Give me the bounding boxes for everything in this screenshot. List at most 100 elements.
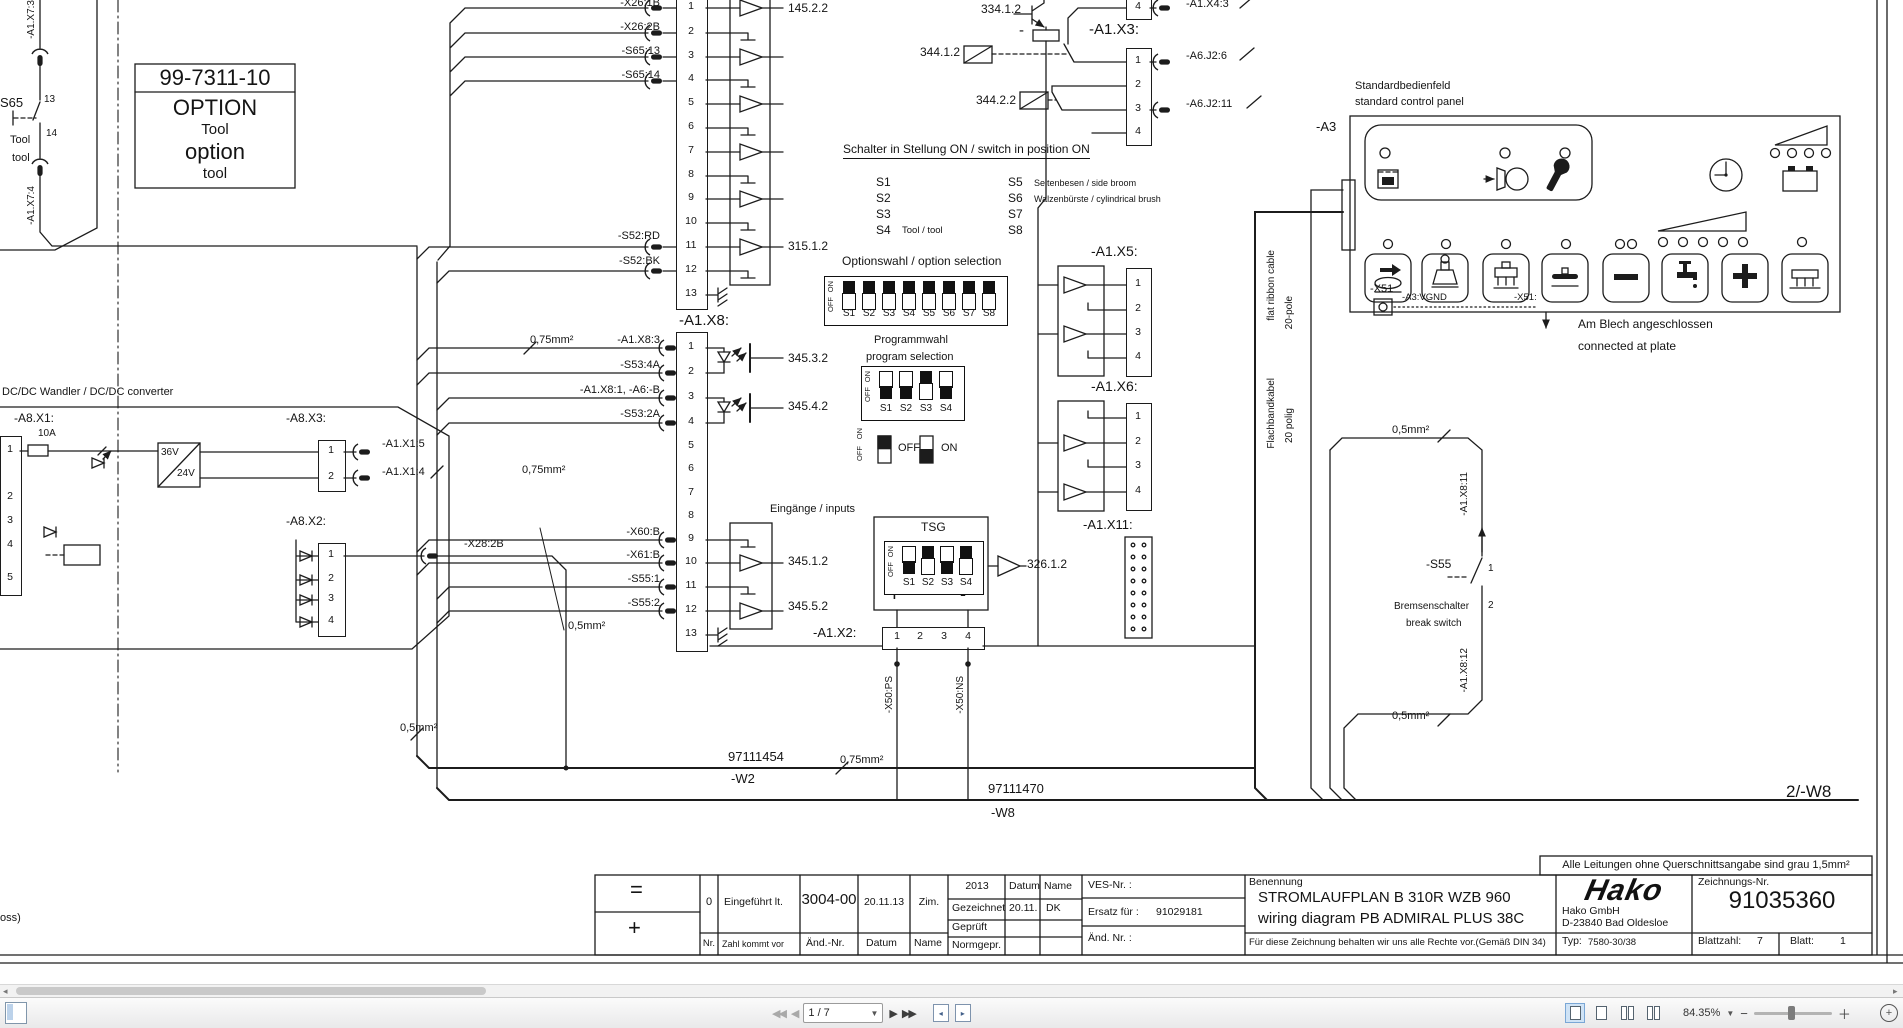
label-a3vgnd: -A3:VGND [1402,292,1447,303]
label-progw: Programmwahl [874,334,948,346]
label-sig-x61: -X61:B [626,549,660,561]
next-page-button[interactable]: ▶ [889,1007,898,1020]
conn-top-pin-3: 3 [688,49,694,61]
conn-x3top-pin-4: 4 [1135,0,1141,12]
dip-option-S3-handle [883,281,895,294]
zoom-slider[interactable] [1753,1005,1832,1020]
label-optsel: Optionswahl / option selection [842,254,1002,268]
label-tb-typ: Typ: [1562,935,1582,947]
conn-a8x3-pin-2: 2 [328,470,334,482]
label-a1x4-3: -A1.X4:3 [1186,0,1229,10]
conn-a1x2-pin-3: 3 [941,630,947,642]
page-number-field[interactable]: 1 / 7 ▼ [803,1003,884,1023]
label-x51: -X51 [1370,283,1394,295]
conn-a1x8-pin-8: 8 [688,509,694,521]
label-n145: 145.2.2 [788,1,829,15]
conn-a1x3-pin-4: 4 [1135,125,1141,137]
label-mm075-c: 0,75mm² [840,754,884,766]
scroll-left-icon[interactable]: ◂ [3,986,8,996]
label-a1x5: -A1.X5: [1091,243,1138,259]
conn-a1x6-pin-1: 1 [1135,410,1141,422]
label-s55p2: 2 [1488,600,1494,611]
conn-a1x5-pin-1: 1 [1135,277,1141,289]
zoom-dropdown-caret[interactable]: ▼ [1726,1008,1735,1018]
label-x51c: -X51: [1514,292,1537,303]
conn-a8x3-pin-1: 1 [328,444,334,456]
zoom-tool-icon[interactable]: + [1880,1004,1898,1022]
label-s65-13: -S65:13 [621,45,660,57]
label-tb-nr: Nr. [702,938,716,949]
next-view-icon[interactable]: ▸ [954,1004,971,1022]
conn-a1x3-pin-2: 2 [1135,78,1141,90]
label-std2: standard control panel [1355,96,1464,108]
conn-a8x1-pin-3: 3 [7,514,13,526]
label-sig-s55-1: -S55:1 [627,573,660,585]
conn-a8x2-pin-3: 3 [328,592,334,604]
dip-program-S4-label: S4 [939,403,953,414]
prev-view-icon[interactable]: ◂ [932,1004,949,1022]
zoom-out-icon[interactable]: − [1740,1005,1748,1021]
dip-option-S1-handle [843,281,855,294]
conn-a8x1-pin-4: 4 [7,538,13,550]
conn-top-pin-2: 2 [688,25,694,37]
facing-pages-icon[interactable] [1617,1003,1637,1023]
label-frc1: flat ribbon cable [1266,250,1277,321]
label-tb-hako1: Hako GmbH [1562,905,1620,917]
label-x8-11: -A1.X8:11 [1459,472,1470,516]
label-progsel: program selection [866,351,954,363]
label-n3454: 345.4.2 [788,399,829,413]
label-tb-aend: 3004-00 [801,891,857,908]
dip-option-S5-label: S5 [922,308,936,319]
label-tb-logo: Hako [1581,874,1667,907]
zoom-slider-knob[interactable] [1787,1005,1795,1020]
dip-option-S7-handle [963,281,975,294]
label-tb-eq: = [630,877,643,902]
label-s52-bk: -S52:BK [619,255,660,267]
label-s65: S65 [0,95,24,110]
conn-x3top [1126,0,1152,20]
conn-a8x3 [318,440,346,492]
dip-option-S4-label: S4 [902,308,916,319]
label-s8: S8 [1008,223,1023,237]
dip-option-S3-label: S3 [882,308,896,319]
label-tb-zim: Zim. [918,896,940,908]
page-number-value: 1 / 7 [808,1007,830,1019]
scrollbar-thumb[interactable] [16,987,486,995]
continuous-page-icon[interactable] [1591,1003,1611,1023]
dip-option-S5-handle [923,281,935,294]
label-n326: 326.1.2 [1027,557,1068,571]
sidebar-toggle-icon[interactable] [5,1002,27,1024]
dip-program-S1-label: S1 [879,403,893,414]
label-tool-en: tool [12,152,30,164]
dip-option-S6-label: S6 [942,308,956,319]
last-page-button[interactable]: ▶▶ [901,1007,917,1020]
label-n334m: - [1019,22,1024,39]
label-tb-aendlbl: Änd.-Nr. [806,937,845,949]
minus-button [1602,253,1650,303]
dip-tsg-S4-label: S4 [959,577,973,588]
zoom-in-icon[interactable]: ＋ [1837,1006,1851,1022]
page-dropdown-caret[interactable]: ▼ [870,1008,879,1018]
first-page-button[interactable]: ◀◀ [772,1007,787,1020]
label-mm075-b: 0,75mm² [522,464,566,476]
brush-forward-button [1364,253,1412,303]
label-tb-gep: Geprüft [952,921,988,933]
dip-option-S4-handle [903,281,915,294]
label-tb-blatt: Blatt: [1790,935,1814,947]
label-dcdc: DC/DC Wandler / DC/DC converter [2,386,174,398]
dip-program-S4-handle [940,386,952,399]
dip-program-S3-body [919,383,933,400]
scroll-right-icon[interactable]: ▸ [1893,986,1898,996]
label-f10a: 10A [38,428,56,439]
prev-page-button[interactable]: ◀ [790,1007,800,1020]
book-view-icon[interactable] [1643,1003,1663,1023]
single-page-icon[interactable] [1565,1003,1585,1023]
speed-indicator-icon [1657,211,1808,248]
dip-program-off-label: OFF [863,387,872,402]
label-tb-2013: 2013 [965,880,989,892]
dip-option-S8-label: S8 [982,308,996,319]
label-brems1: Bremsenschalter [1394,601,1470,612]
label-s65-pin13: 13 [44,94,56,105]
dip-tsg-off-label: OFF [886,562,895,577]
